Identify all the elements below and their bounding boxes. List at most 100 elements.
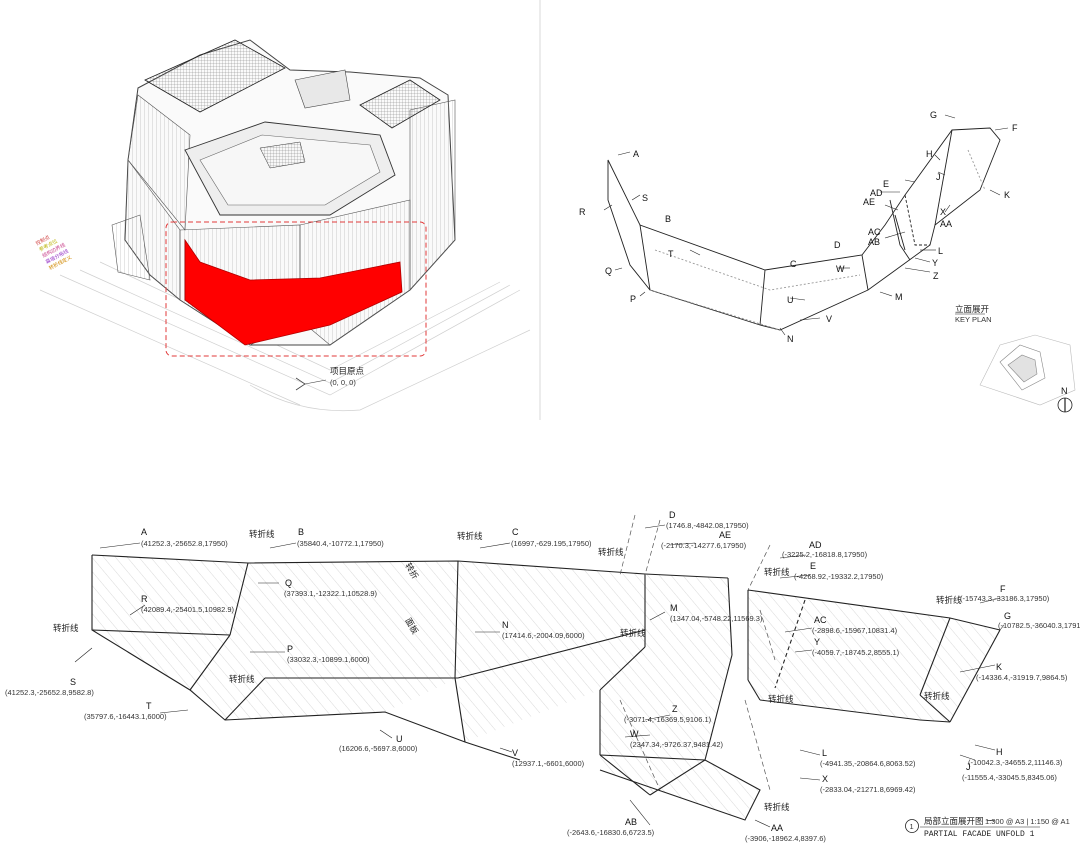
point-X-coord: (-2833.04,-21271.8,6969.42) [820,785,916,794]
point-A-label: A [141,527,147,537]
point-J-label: J [966,762,971,772]
fold-label: 转折线 [620,628,646,639]
point-S-coord: (41252.3,-25652.8,9582.8) [5,688,94,697]
point-M-label: M [670,603,678,613]
origin-coord: (0, 0, 0) [330,378,356,387]
point-N-label: N [502,620,509,630]
fold-label: 转折线 [764,567,790,578]
point-G-label: G [1004,611,1011,621]
title-cn: 局部立面展开图 一 [924,816,995,827]
title-scale: 1:300 @ A3 | 1:150 @ A1 [985,817,1070,826]
selection-box [165,221,427,357]
kp-label-B: B [665,214,671,224]
kp-label-R: R [579,207,586,217]
kp-label-Q: Q [605,266,612,276]
key-plan-labels: A R S B Q T P C U V N W D M AC AB AD AE … [579,110,1018,344]
point-H-label: H [996,747,1003,757]
point-AC-label: AC [814,615,827,625]
kp-label-K: K [1004,190,1010,200]
kp-label-H: H [926,149,933,159]
point-J-coord: (-11555.4,-33045.5,8345.06) [962,773,1057,782]
point-C-label: C [512,527,519,537]
point-Q-coord: (37393.1,-12322.1,10528.9) [284,589,377,598]
point-B-coord: (35840.4,-10772.1,17950) [297,539,384,548]
drawing-title-block: 1 局部立面展开图 一 1:300 @ A3 | 1:150 @ A1 PART… [905,816,1070,839]
point-AD-label: AD [809,540,822,550]
kp-label-AC: AC [868,227,881,237]
point-N-coord: (17414.6,-2004.09,6000) [502,631,585,640]
point-R-coord: (42089.4,-25401.5,10982.9) [141,605,234,614]
kp-label-AD: AD [870,188,883,198]
kp-label-E: E [883,179,889,189]
point-F-label: F [1000,584,1006,594]
point-K-coord: (-14336.4,-31919.7,9864.5) [976,673,1068,682]
kp-label-X: X [940,207,946,217]
fold-line-labels: 转折线 转折线 转折线 转折线 转折线 转折线 转折线 转折线 转折线 转折线 … [53,529,962,813]
point-C-coord: (16997,-629.195,17950) [511,539,592,548]
point-W-coord: (2347.34,-9726.37,9481.42) [630,740,723,749]
unfold-point-labels: A (41252.3,-25652.8,17950) B (35840.4,-1… [5,510,1080,843]
north-label: N [1061,386,1068,396]
kp-label-L: L [938,246,943,256]
kp-label-F: F [1012,123,1018,133]
kp-label-P: P [630,294,636,304]
point-E-coord: (-4268.92,-19332.2,17950) [794,572,884,581]
point-F-coord: (-15743.3,-33186.3,17950) [960,594,1050,603]
fold-label: 转折线 [768,694,794,705]
kp-label-C: C [790,259,797,269]
point-AA-label: AA [771,823,783,833]
kp-label-A: A [633,149,639,159]
point-D-label: D [669,510,676,520]
kp-label-AB: AB [868,237,880,247]
key-plan-title-cn: 立面展开 [955,304,990,315]
point-V-coord: (12937.1,-6601,6000) [512,759,585,768]
kp-label-T: T [668,249,674,259]
point-K-label: K [996,662,1002,672]
key-plan-title-en: KEY PLAN [955,315,992,324]
point-M-coord: (1347.04,-5748.22,11569.3) [670,614,763,623]
key-plan [607,127,1001,331]
point-X-label: X [822,774,828,784]
kp-label-S: S [642,193,648,203]
point-B-label: B [298,527,304,537]
point-U-label: U [396,734,403,744]
point-AE-label: AE [719,530,731,540]
title-number: 1 [910,822,914,831]
kp-label-M: M [895,292,903,302]
kp-label-U: U [787,295,794,305]
point-AB-label: AB [625,817,637,827]
fold-label: 转折线 [598,547,624,558]
point-P-label: P [287,644,293,654]
fold-label: 转折线 [936,595,962,606]
kp-label-G: G [930,110,937,120]
point-U-coord: (16206.6,-5697.8,6000) [339,744,418,753]
north-arrow-icon [1057,397,1073,413]
point-L-coord: (-4941.35,-20864.6,8063.52) [820,759,916,768]
axonometric-building: 项目原点 (0, 0, 0) 转折线定义 幕墙分格线 结构边界线 参考点位 控制… [35,39,531,412]
point-AD-coord: (-3225.2,-16818.8,17950) [782,550,868,559]
point-R-label: R [141,594,148,604]
point-G-coord: (-10782.5,-36040.3,17912.7) [998,621,1080,630]
kp-label-W: W [836,264,845,274]
unfold-leaders [74,524,1005,828]
kp-label-AE: AE [863,197,875,207]
kp-label-V: V [826,314,832,324]
fold-label: 转折线 [764,802,790,813]
point-S-label: S [70,677,76,687]
point-V-label: V [512,748,518,758]
point-Y-label: Y [814,637,820,647]
point-T-label: T [146,701,152,711]
point-H-coord: (-10042.3,-34655.2,11146.3) [968,758,1063,767]
kp-label-D: D [834,240,841,250]
fold-label: 转折线 [249,529,275,540]
kp-label-J: J [936,172,941,182]
origin-marker [295,377,327,391]
point-Q-label: Q [285,578,292,588]
mini-site-plan [979,334,1076,406]
point-Z-label: Z [672,704,678,714]
key-plan-leaders [603,114,1009,336]
point-W-label: W [630,729,639,739]
point-Z-coord: (-3071.4,-16369.5,9106.1) [624,715,712,724]
point-AA-coord: (-3906,-18962.4,8397.6) [745,834,826,843]
fold-label: 转折线 [229,674,255,685]
